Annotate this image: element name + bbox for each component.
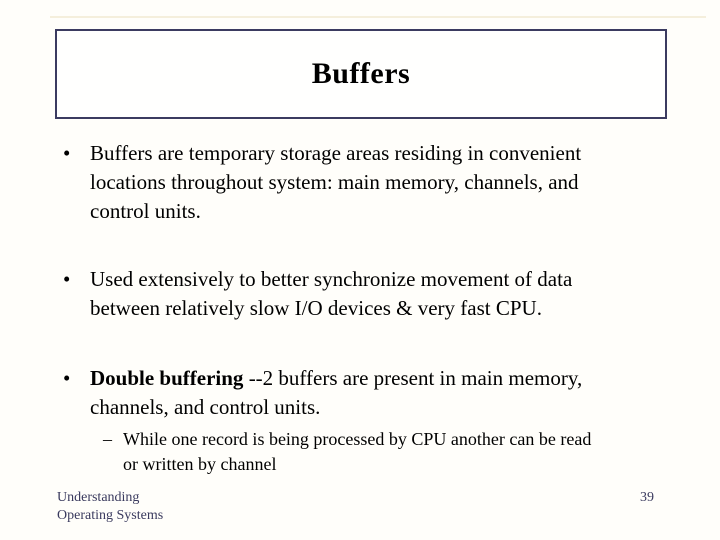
title-box: Buffers bbox=[55, 29, 667, 119]
page-number: 39 bbox=[640, 490, 654, 505]
bullet-text: Double buffering --2 buffers are present… bbox=[90, 364, 675, 422]
bullet-text: Buffers are temporary storage areas resi… bbox=[90, 141, 582, 223]
bullet-icon: • bbox=[63, 366, 71, 390]
footer-line2: Operating Systems bbox=[57, 507, 164, 523]
bullet-icon: • bbox=[63, 141, 71, 165]
bullet-bold-lead: Double buffering bbox=[90, 366, 244, 390]
bullet-icon: • bbox=[63, 267, 71, 291]
accent-line bbox=[50, 16, 706, 18]
footer-line1: Understanding bbox=[57, 490, 140, 505]
slide-title: Buffers bbox=[311, 57, 411, 90]
sub-bullet-text: While one record is being processed by C… bbox=[123, 429, 592, 474]
bullet-item-3: • Double buffering --2 buffers are prese… bbox=[63, 364, 675, 422]
dash-bullet-icon: – bbox=[103, 429, 112, 449]
sub-bullet-item: – While one record is being processed by… bbox=[103, 427, 683, 477]
bullet-item-1: • Buffers are temporary storage areas re… bbox=[63, 139, 675, 226]
footer: Understanding Operating Systems bbox=[57, 489, 163, 524]
bullet-text: Used extensively to better synchronize m… bbox=[90, 267, 573, 320]
bullet-item-2: • Used extensively to better synchronize… bbox=[63, 265, 675, 323]
bullet-text-rest: --2 buffers are present in main memory, … bbox=[90, 366, 583, 419]
